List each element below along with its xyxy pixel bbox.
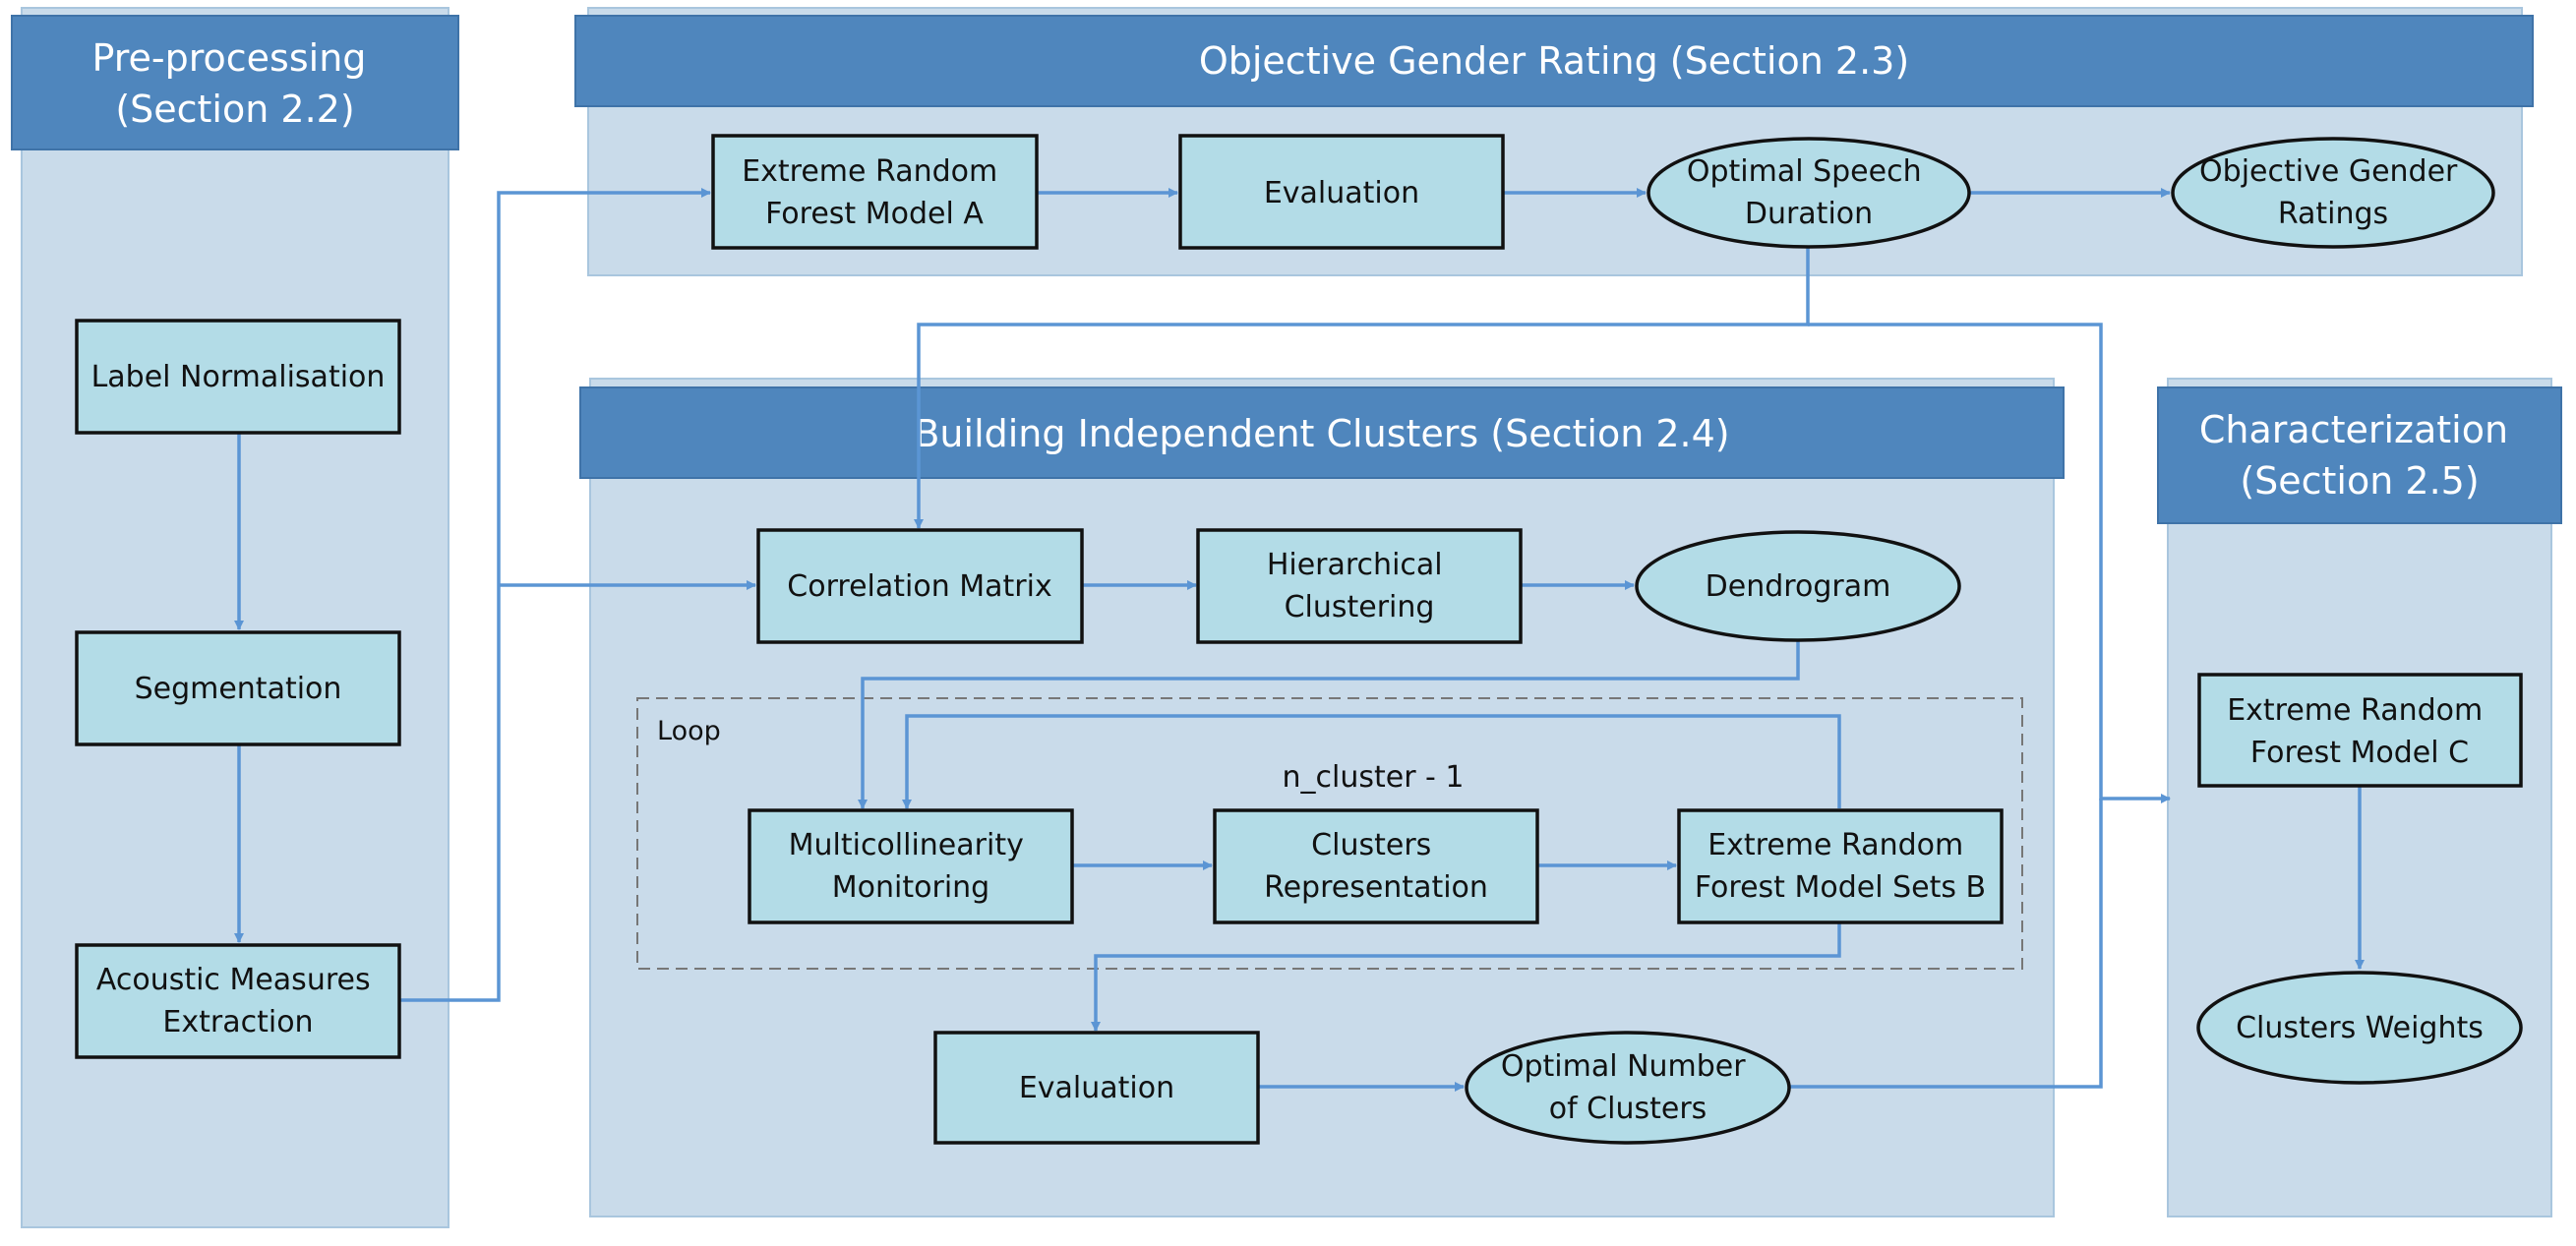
panel-building-clusters: Building Independent Clusters (Section 2… (579, 378, 2065, 1217)
svg-text:Objective Gender Ratings: Objective Gender Ratings (2199, 154, 2467, 231)
arrow-optimal-clusters-to-characterization (1790, 799, 2103, 1089)
svg-text:Label Normalisation: Label Normalisation (91, 360, 386, 394)
svg-text:Segmentation: Segmentation (135, 672, 342, 706)
node-model-a: Extreme Random Forest Model A (711, 134, 1039, 250)
node-acoustic-measures-extraction: Acoustic Measures Extraction (75, 943, 401, 1059)
svg-text:Clusters Representation: Clusters Representation (1264, 828, 1488, 905)
node-label-normalisation: Label Normalisation (75, 319, 401, 435)
svg-text:Objective Gender Rating (Secti: Objective Gender Rating (Section 2.3) (1199, 39, 1909, 83)
panel-objective-gender-rating: Objective Gender Rating (Section 2.3) (574, 7, 2534, 276)
svg-text:Extreme Random Forest Mo: Extreme Random Forest Model C (2227, 693, 2492, 770)
section-title-preprocessing-line1: Pre-processing (91, 36, 366, 80)
svg-text:Pre-processing (Section: Pre-processing (Section 2.2) (91, 36, 378, 131)
svg-text:Multicollinearity Monito: Multicollinearity Monitoring (789, 828, 1034, 905)
node-optimal-number-of-clusters: Optimal Number of Clusters (1465, 1031, 1791, 1145)
svg-text:Acoustic Measures Extrac: Acoustic Measures Extraction (96, 963, 380, 1039)
svg-text:Correlation Matrix: Correlation Matrix (787, 569, 1051, 604)
node-optimal-speech-duration: Optimal Speech Duration (1647, 137, 1971, 249)
loop-region: Loop n_cluster - 1 (636, 697, 2023, 970)
svg-text:Optimal Speech Duration: Optimal Speech Duration (1687, 154, 1931, 231)
arrow-acoustic-to-model-a (399, 188, 711, 1002)
svg-text:Dendrogram: Dendrogram (1706, 569, 1891, 604)
node-clusters-weights: Clusters Weights (2196, 971, 2523, 1085)
svg-text:Building Independent Clusters: Building Independent Clusters (Section 2… (914, 412, 1729, 455)
svg-text:Optimal Number of Cluste: Optimal Number of Clusters (1501, 1049, 1755, 1126)
svg-text:Clusters Weights: Clusters Weights (2236, 1011, 2484, 1045)
arrow-optimal-speech-to-correlation (914, 246, 1810, 529)
connectors (234, 188, 2365, 1092)
svg-text:Evaluation: Evaluation (1264, 176, 1419, 210)
arrow-model-b-to-evaluation (1091, 922, 1841, 1032)
node-clusters-representation: Clusters Representation (1213, 808, 1539, 924)
section-title-objective: Objective Gender Rating (Section 2.3) (1199, 39, 1909, 83)
arrow-loop-back (902, 714, 1841, 809)
section-title-characterization-line1: Characterization (2199, 408, 2508, 451)
arrow-optimal-speech-to-characterization (1808, 323, 2171, 803)
node-dendrogram: Dendrogram (1635, 530, 1961, 642)
svg-text:Extreme Random Forest Mo: Extreme Random Forest Model Sets B (1695, 828, 1986, 905)
node-multicollinearity-monitoring: Multicollinearity Monitoring (748, 808, 1074, 924)
svg-text:Extreme Random Forest Mo: Extreme Random Forest Model A (742, 154, 1007, 231)
node-evaluation-top: Evaluation (1178, 134, 1505, 250)
svg-text:Evaluation: Evaluation (1019, 1071, 1174, 1105)
node-evaluation-bottom: Evaluation (933, 1031, 1260, 1145)
section-title-clusters: Building Independent Clusters (Section 2… (914, 412, 1729, 455)
node-correlation-matrix: Correlation Matrix (756, 528, 1084, 644)
svg-text:Hierarchical Clustering: Hierarchical Clustering (1267, 548, 1452, 624)
node-model-sets-b: Extreme Random Forest Model Sets B (1677, 808, 2004, 924)
node-objective-gender-ratings: Objective Gender Ratings (2171, 137, 2495, 249)
loop-iteration-label: n_cluster - 1 (1282, 760, 1464, 795)
loop-label: Loop (657, 716, 721, 746)
node-segmentation: Segmentation (75, 630, 401, 746)
node-model-c: Extreme Random Forest Model C (2197, 673, 2523, 788)
node-hierarchical-clustering: Hierarchical Clustering (1196, 528, 1523, 644)
section-title-preprocessing-line2: (Section 2.2) (115, 88, 354, 131)
arrow-dendrogram-to-multicollinearity (858, 641, 1800, 809)
section-title-characterization-line2: (Section 2.5) (2240, 459, 2479, 503)
svg-text:Characterization (Sectio: Characterization (Section 2.5) (2199, 408, 2520, 503)
